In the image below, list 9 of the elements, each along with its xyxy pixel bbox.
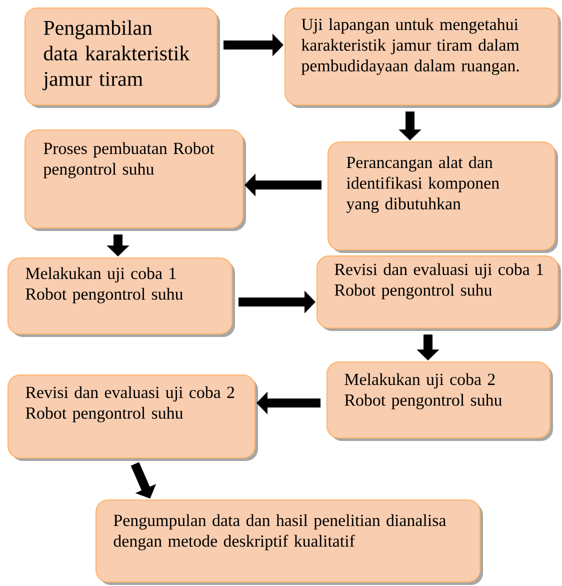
process-box: Revisi dan evaluasi uji coba 2 Robot pengontrol suhu [8,374,258,461]
process-box: Melakukan uji coba 1 Robot pengontrol suhu [8,258,235,337]
process-box: Uji lapangan untuk mengetahui karakteristik jamur tiram dalam pembudidayaan dalam ruangan. [284,8,561,108]
process-box: Melakukan uji coba 2 Robot pengontrol suhu [326,362,553,441]
process-box: Revisi dan evaluasi uji coba 1 Robot pengontrol suhu [316,256,561,331]
process-box: Perancangan alat dan identifikasi komponen yang dibutuhkan [328,142,558,253]
process-box: Pengambilan data karakteristik jamur tiram [24,8,220,108]
process-box: Proses pembuatan Robot pengontrol suhu [24,130,246,231]
process-box: Pengumpulan data dan hasil penelitian dianalisa dengan metode deskriptif kualitatif [96,500,483,585]
